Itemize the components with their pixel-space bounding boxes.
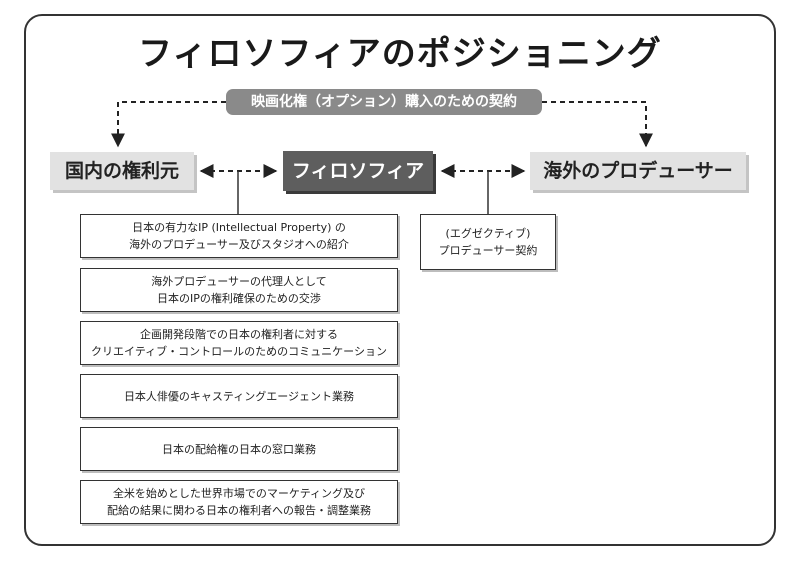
service-line: クリエイティブ・コントロールのためのコミュニケーション — [91, 345, 387, 358]
service-casting-agent: 日本人俳優のキャスティングエージェント業務 — [80, 374, 398, 418]
philosophia-box: フィロソフィア — [283, 151, 433, 191]
exec-line: (エグゼクティブ) — [445, 227, 531, 240]
service-line: 企画開発段階での日本の権利者に対する — [140, 328, 338, 341]
service-distribution-window: 日本の配給権の日本の窓口業務 — [80, 427, 398, 471]
service-ip-introduction: 日本の有力なIP (Intellectual Property) の 海外のプロ… — [80, 214, 398, 258]
service-line: 日本の配給権の日本の窓口業務 — [162, 442, 316, 456]
diagram-title: フィロソフィアのポジショニング — [138, 34, 662, 74]
service-line: 全米を始めとした世界市場でのマーケティング及び — [112, 487, 366, 500]
service-line: 日本の有力なIP (Intellectual Property) の — [132, 221, 346, 234]
overseas-producer: 海外のプロデューサー — [530, 152, 746, 190]
service-line: 海外プロデューサーの代理人として — [151, 275, 327, 288]
service-line: 配給の結果に関わる日本の権利者への報告・調整業務 — [107, 504, 371, 517]
service-line: 日本人俳優のキャスティングエージェント業務 — [123, 389, 355, 403]
service-rights-negotiation: 海外プロデューサーの代理人として 日本のIPの権利確保のための交渉 — [80, 268, 398, 312]
exec-producer-contract: (エグゼクティブ) プロデューサー契約 — [420, 214, 556, 270]
service-creative-communication: 企画開発段階での日本の権利者に対する クリエイティブ・コントロールのためのコミュ… — [80, 321, 398, 365]
service-line: 海外のプロデューサー及びスタジオへの紹介 — [129, 238, 349, 251]
rights-purchase-contract: 映画化権（オプション）購入のための契約 — [226, 89, 542, 115]
service-marketing-report: 全米を始めとした世界市場でのマーケティング及び 配給の結果に関わる日本の権利者へ… — [80, 480, 398, 524]
exec-line: プロデューサー契約 — [438, 244, 538, 257]
domestic-rights-holder: 国内の権利元 — [50, 152, 194, 190]
contract-arrow-right — [542, 101, 653, 148]
service-line: 日本のIPの権利確保のための交渉 — [157, 292, 321, 305]
contract-arrow-left — [111, 101, 226, 148]
